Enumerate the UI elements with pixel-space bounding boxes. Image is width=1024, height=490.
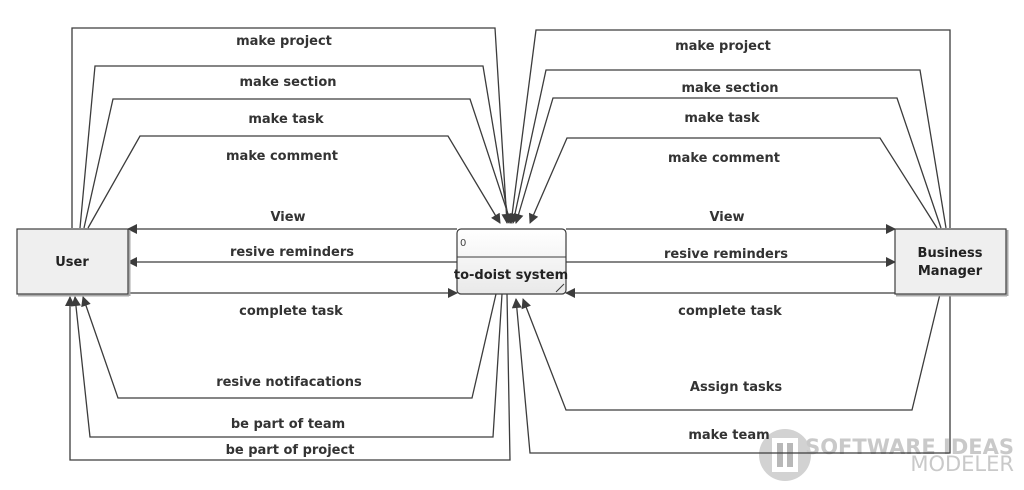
user-resive-notifacations-flow[interactable]: [81, 293, 497, 399]
todoist-system-process[interactable]: 0 to-doist system: [454, 228, 568, 295]
label-manager-make-section: make section: [681, 81, 778, 96]
label-user-resive-notifacations: resive notifacations: [216, 375, 362, 390]
label-user-make-task: make task: [248, 112, 324, 127]
label-user-make-project: make project: [236, 34, 332, 49]
label-manager-make-task: make task: [684, 111, 760, 126]
label-user-complete-task: complete task: [239, 304, 343, 319]
process-name: to-doist system: [454, 268, 568, 283]
user-make-task-flow[interactable]: [83, 98, 513, 229]
label-manager-complete-task: complete task: [678, 304, 782, 319]
user-make-project-flow[interactable]: [71, 27, 512, 228]
label-manager-make-comment: make comment: [668, 151, 780, 166]
label-manager-resive-reminders: resive reminders: [664, 247, 788, 262]
label-user-resive-reminders: resive reminders: [230, 245, 354, 260]
label-user-be-part-of-team: be part of team: [231, 417, 345, 432]
user-be-part-of-team-flow[interactable]: [70, 293, 503, 438]
label-user-view: View: [270, 210, 305, 225]
label-manager-assign-tasks: Assign tasks: [690, 380, 782, 395]
business-manager-entity[interactable]: Business Manager: [894, 228, 1009, 297]
label-user-be-part-of-project: be part of project: [226, 443, 355, 458]
software-ideas-logo-icon: [759, 429, 811, 481]
label-manager-make-project: make project: [675, 39, 771, 54]
manager-make-section-flow[interactable]: [510, 69, 947, 229]
manager-assign-tasks-flow[interactable]: [521, 293, 941, 411]
manager-make-task-flow[interactable]: [513, 97, 942, 229]
label-manager-make-team: make team: [688, 428, 769, 443]
user-entity-label: User: [55, 255, 89, 270]
watermark-title: SOFTWARE IDEAS: [805, 435, 1014, 459]
label-user-make-section: make section: [239, 75, 336, 90]
manager-make-team-flow[interactable]: [511, 294, 951, 454]
user-make-section-flow[interactable]: [79, 65, 513, 229]
label-manager-view: View: [709, 210, 744, 225]
manager-make-comment-flow[interactable]: [529, 137, 938, 229]
business-manager-label-line1: Business: [918, 246, 983, 261]
manager-make-project-flow[interactable]: [507, 29, 951, 228]
process-resize-grip: [555, 283, 565, 293]
watermark-subtitle: MODELER: [910, 452, 1014, 476]
user-be-part-of-project-flow[interactable]: [65, 293, 511, 461]
user-make-comment-flow[interactable]: [87, 135, 501, 229]
label-user-make-comment: make comment: [226, 149, 338, 164]
business-manager-label-line2: Manager: [918, 264, 983, 279]
process-id: 0: [460, 238, 466, 249]
software-ideas-watermark: SOFTWARE IDEAS MODELER: [759, 429, 1014, 481]
user-entity[interactable]: User: [16, 228, 131, 297]
